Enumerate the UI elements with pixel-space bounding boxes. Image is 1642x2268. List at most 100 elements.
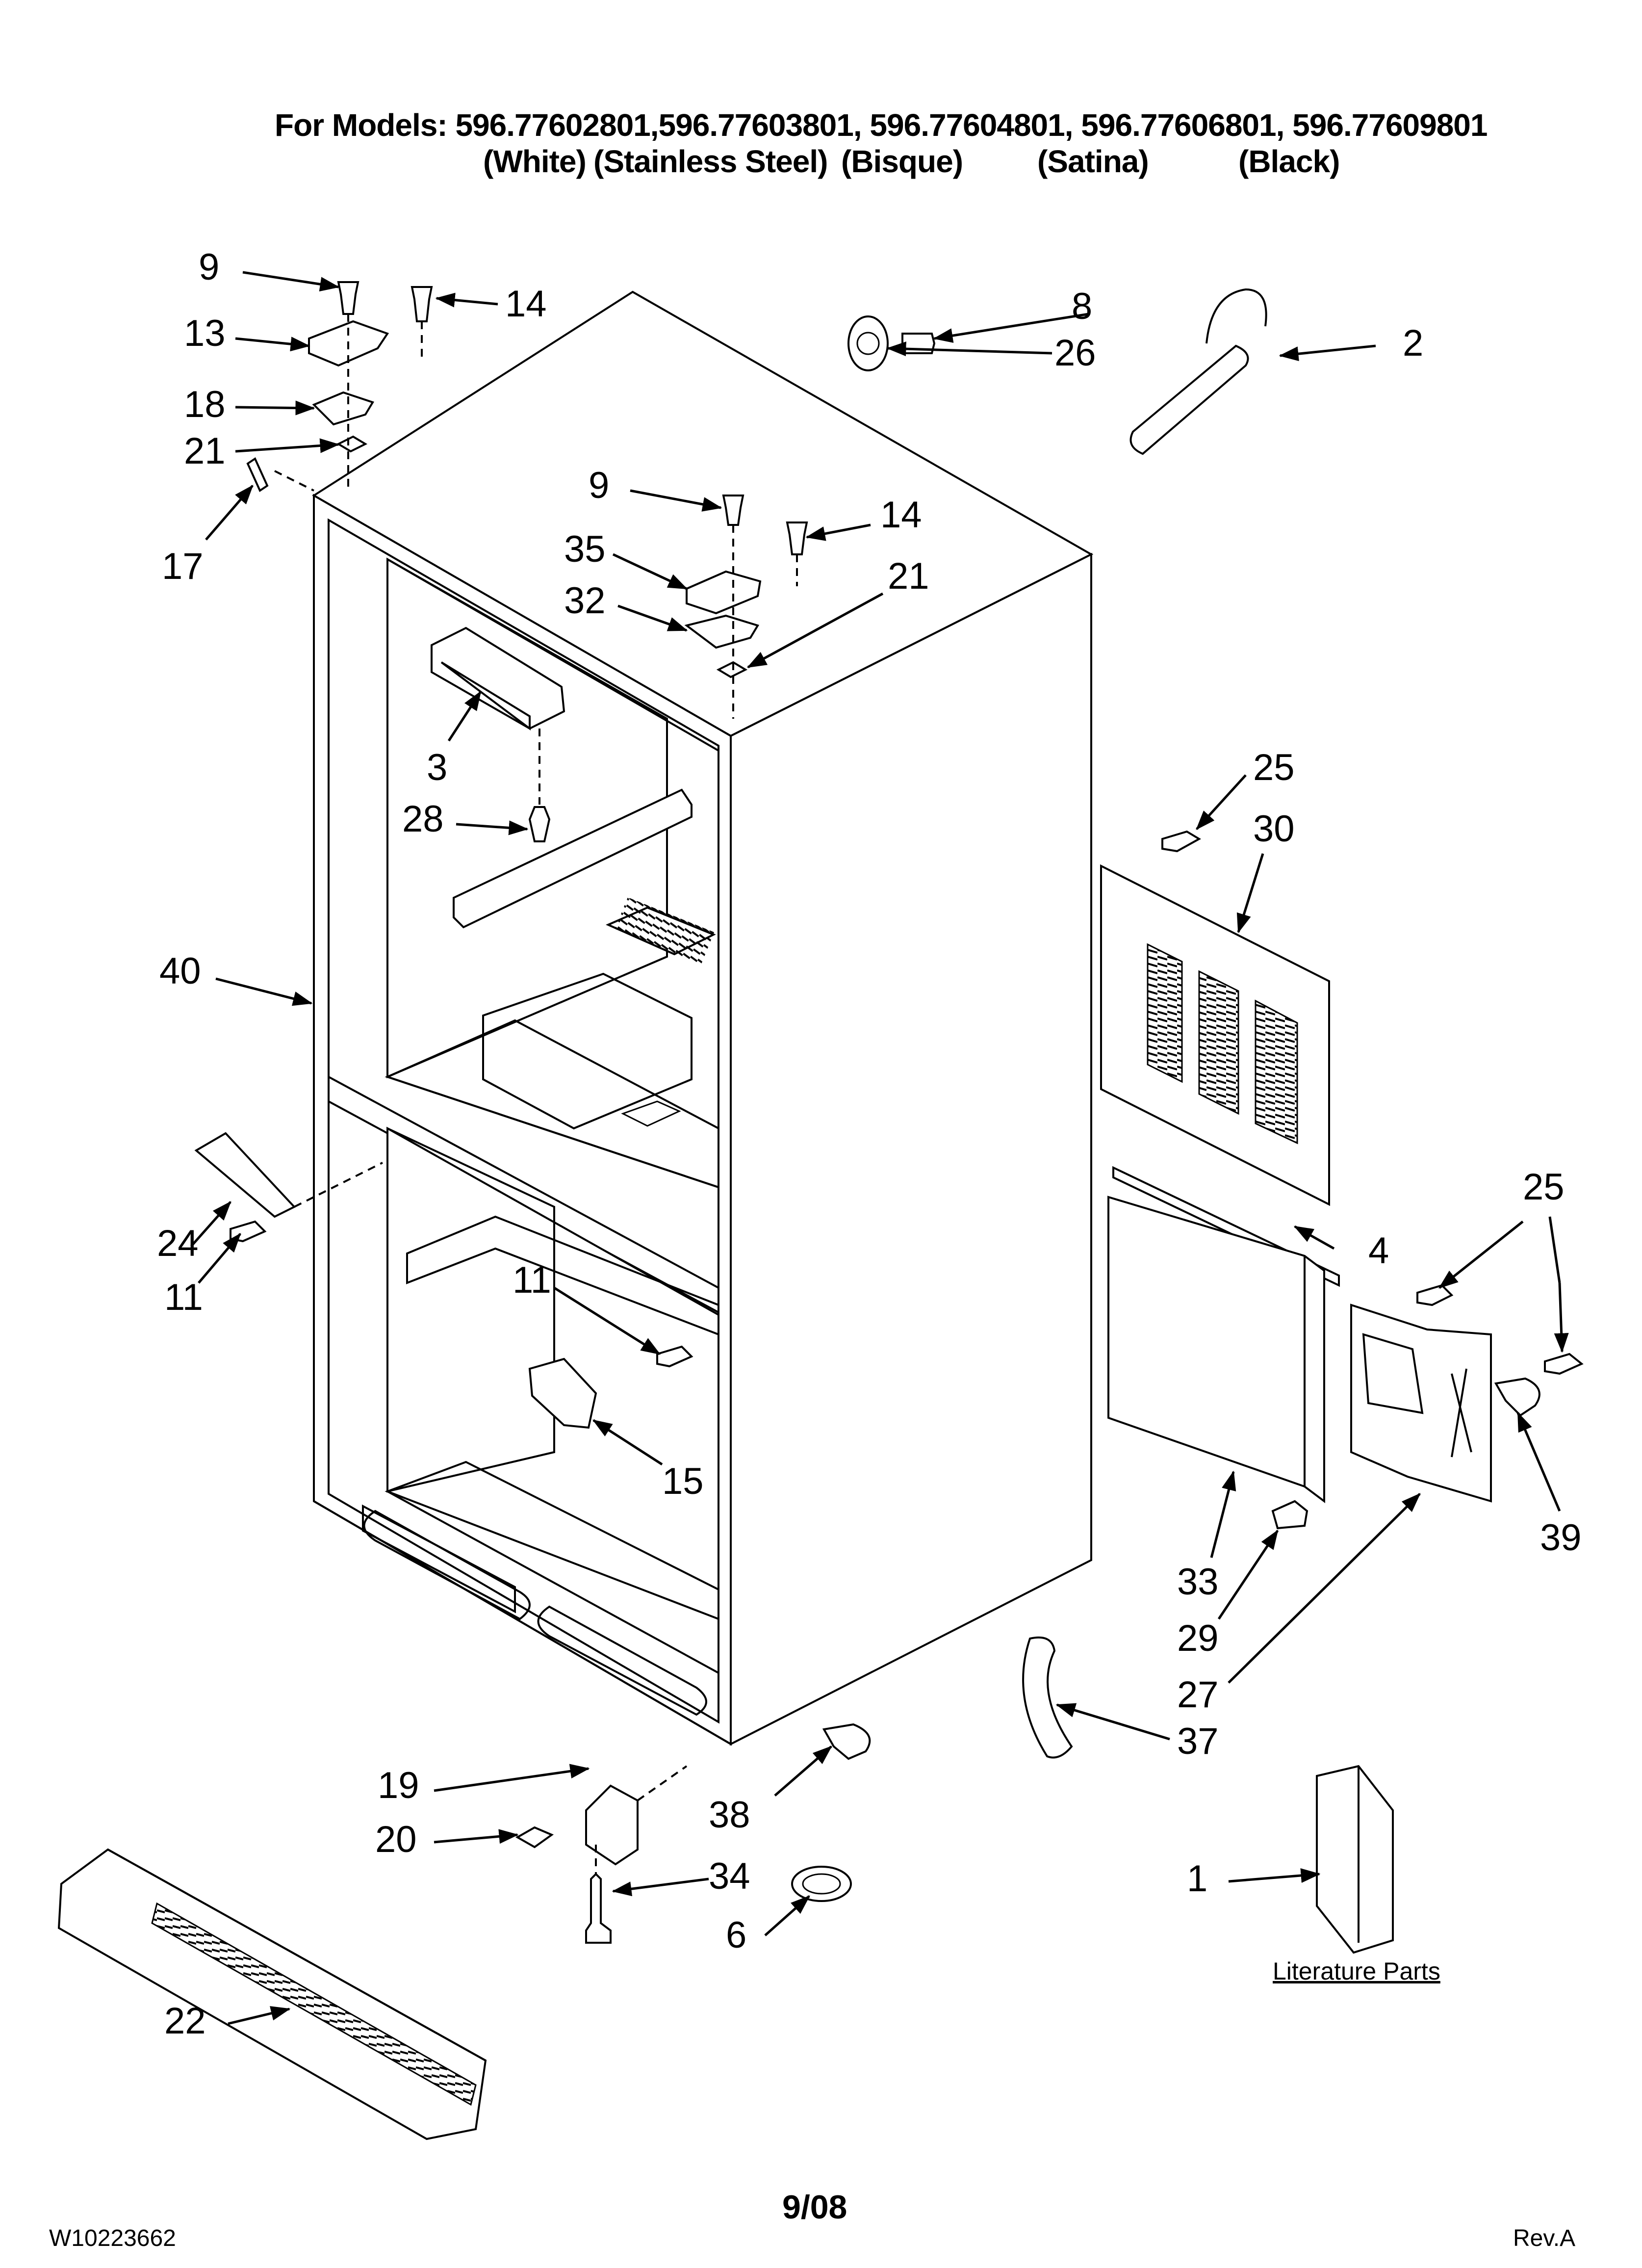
- shim-21-center: [716, 661, 748, 678]
- valve-8-mount: [847, 315, 889, 371]
- callout-11-center: 11: [513, 1259, 551, 1301]
- screw-9-center: [722, 495, 744, 526]
- callout-32: 32: [564, 580, 606, 622]
- fill-tube-2: [1129, 344, 1249, 455]
- freezer-shelf: [406, 1215, 719, 1336]
- screw-11-center: [656, 1345, 693, 1368]
- callout-15: 15: [662, 1460, 704, 1502]
- callout-18: 18: [184, 384, 226, 425]
- screw-25-top: [1161, 830, 1201, 853]
- freezer-liner-back: [386, 1126, 555, 1493]
- callout-17: 17: [162, 546, 204, 587]
- leader-lines: [190, 271, 1569, 2025]
- literature-parts-1: [1316, 1765, 1394, 1954]
- doc-number: W10223662: [49, 2225, 176, 2251]
- callout-6: 6: [726, 1914, 746, 1956]
- hinge-cover-35: [686, 570, 762, 615]
- callout-13: 13: [184, 313, 226, 354]
- callout-38: 38: [709, 1794, 750, 1836]
- callout-14-center: 14: [880, 494, 922, 536]
- callout-29: 29: [1177, 1617, 1219, 1659]
- color-satina: (Satina): [1037, 144, 1149, 179]
- color-white: (White): [483, 144, 587, 179]
- clip-29: [1271, 1500, 1308, 1530]
- callout-30: 30: [1253, 808, 1295, 850]
- callout-labels: 9 14 13 18 21 17 8 26 2 9 14 35 32 21 3 …: [157, 246, 1582, 2042]
- callout-19: 19: [378, 1765, 419, 1806]
- screw-9-left: [337, 281, 359, 315]
- bottom-parts: [515, 1636, 1073, 1944]
- toe-grille-opening-left-rounded: [363, 1510, 531, 1620]
- callout-34: 34: [709, 1855, 750, 1897]
- fresh-food-liner-back: [386, 557, 668, 1079]
- callout-35: 35: [564, 528, 606, 570]
- callout-2: 2: [1403, 322, 1423, 364]
- drain-tube-37: [1022, 1636, 1073, 1759]
- hinge-15: [528, 1357, 597, 1429]
- cabinet-front-inner-edge: [328, 518, 719, 1724]
- hinge-24: [194, 1132, 296, 1218]
- callout-21-left: 21: [184, 430, 226, 472]
- crisper-tab: [621, 1100, 681, 1127]
- callout-25-top: 25: [1253, 747, 1295, 788]
- literature-parts-label: Literature Parts: [1273, 1957, 1440, 1985]
- footer-date: 9/08: [782, 2189, 847, 2226]
- hinge-18: [312, 391, 374, 426]
- freezer-floor: [385, 1460, 719, 1620]
- callout-28: 28: [402, 798, 444, 840]
- revision: Rev.A: [1513, 2225, 1576, 2251]
- toe-grille-opening-right-rounded: [537, 1605, 707, 1716]
- screw-25-side: [1416, 1284, 1454, 1306]
- electrical-box-inner: [1362, 1333, 1424, 1414]
- hinge-bracket-19: [585, 1784, 639, 1866]
- callout-27: 27: [1177, 1674, 1219, 1716]
- color-bisque: (Bisque): [841, 144, 963, 179]
- cabinet-bottom-front: [313, 1500, 732, 1745]
- clamp-38: [822, 1723, 871, 1760]
- callout-26: 26: [1054, 332, 1096, 374]
- callout-8: 8: [1072, 286, 1092, 327]
- callout-11-left: 11: [164, 1277, 203, 1318]
- clamp-39: [1494, 1377, 1540, 1417]
- callout-25-right: 25: [1523, 1166, 1565, 1208]
- rear-panel-parts: [1100, 830, 1584, 1530]
- shelf-rail: [453, 788, 693, 929]
- divider-top-edge: [328, 1076, 719, 1289]
- callout-3: 3: [427, 747, 447, 788]
- callout-14-left: 14: [505, 283, 547, 325]
- color-stainless-steel: (Stainless Steel): [593, 144, 828, 179]
- callout-1: 1: [1187, 1858, 1207, 1900]
- grommet-6: [791, 1866, 852, 1902]
- hinge-32: [684, 614, 760, 649]
- mullion-bracket-3: [431, 626, 565, 842]
- callout-20: 20: [375, 1819, 417, 1860]
- callout-24: 24: [157, 1223, 199, 1264]
- fresh-food-floor: [385, 1019, 719, 1189]
- callout-37: 37: [1177, 1721, 1219, 1762]
- callout-33: 33: [1177, 1561, 1219, 1603]
- crisper-recess: [482, 972, 693, 1130]
- hinge-lower-parts: [194, 1132, 693, 1429]
- color-black: (Black): [1238, 144, 1340, 179]
- hinge-seal-17: [246, 457, 269, 492]
- panel-33: [1107, 1196, 1325, 1503]
- callout-4: 4: [1368, 1230, 1389, 1272]
- cabinet-right-side: [730, 552, 1092, 1746]
- shim-21-left: [336, 435, 368, 453]
- toe-grille-22: [57, 1848, 487, 2140]
- callout-39: 39: [1540, 1517, 1582, 1559]
- callout-40: 40: [159, 950, 201, 992]
- leveling-leg-34: [585, 1873, 612, 1944]
- screw-28: [528, 806, 551, 842]
- screw-25-right: [1544, 1353, 1584, 1375]
- refrigerator-cabinet: [312, 290, 1094, 1746]
- callout-9-center: 9: [589, 465, 609, 506]
- hinge-left-parts: [246, 281, 433, 492]
- callout-22: 22: [164, 2000, 206, 2042]
- screw-14-center: [786, 521, 808, 555]
- literature-booklet: [1316, 1765, 1394, 1954]
- callout-21-center: 21: [888, 555, 929, 597]
- callout-9-left: 9: [199, 246, 219, 288]
